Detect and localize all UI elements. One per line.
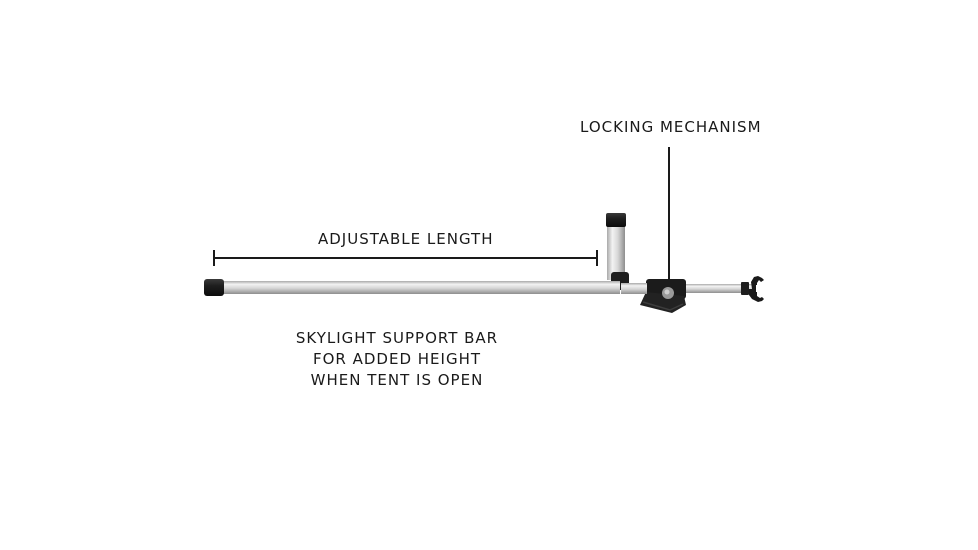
upright-tube	[606, 213, 629, 290]
caption-line-1: SKYLIGHT SUPPORT BAR	[295, 329, 499, 347]
extension-tube	[670, 282, 754, 295]
locking-mechanism-clamp	[621, 279, 686, 313]
main-tube	[204, 279, 620, 296]
support-bar-caption: SKYLIGHT SUPPORT BAR FOR ADDED HEIGHT WH…	[292, 328, 502, 391]
locking-mechanism-label: LOCKING MECHANISM	[580, 118, 762, 136]
extension-collar	[741, 282, 749, 295]
adjustable-length-label: ADJUSTABLE LENGTH	[318, 230, 494, 248]
fork-hook	[749, 276, 764, 302]
upright-end-cap	[606, 213, 626, 227]
caption-line-2: FOR ADDED HEIGHT	[312, 350, 482, 368]
left-end-cap	[204, 279, 224, 296]
adjustable-length-dimension-line	[213, 250, 598, 266]
caption-line-3: WHEN TENT IS OPEN	[310, 371, 484, 389]
